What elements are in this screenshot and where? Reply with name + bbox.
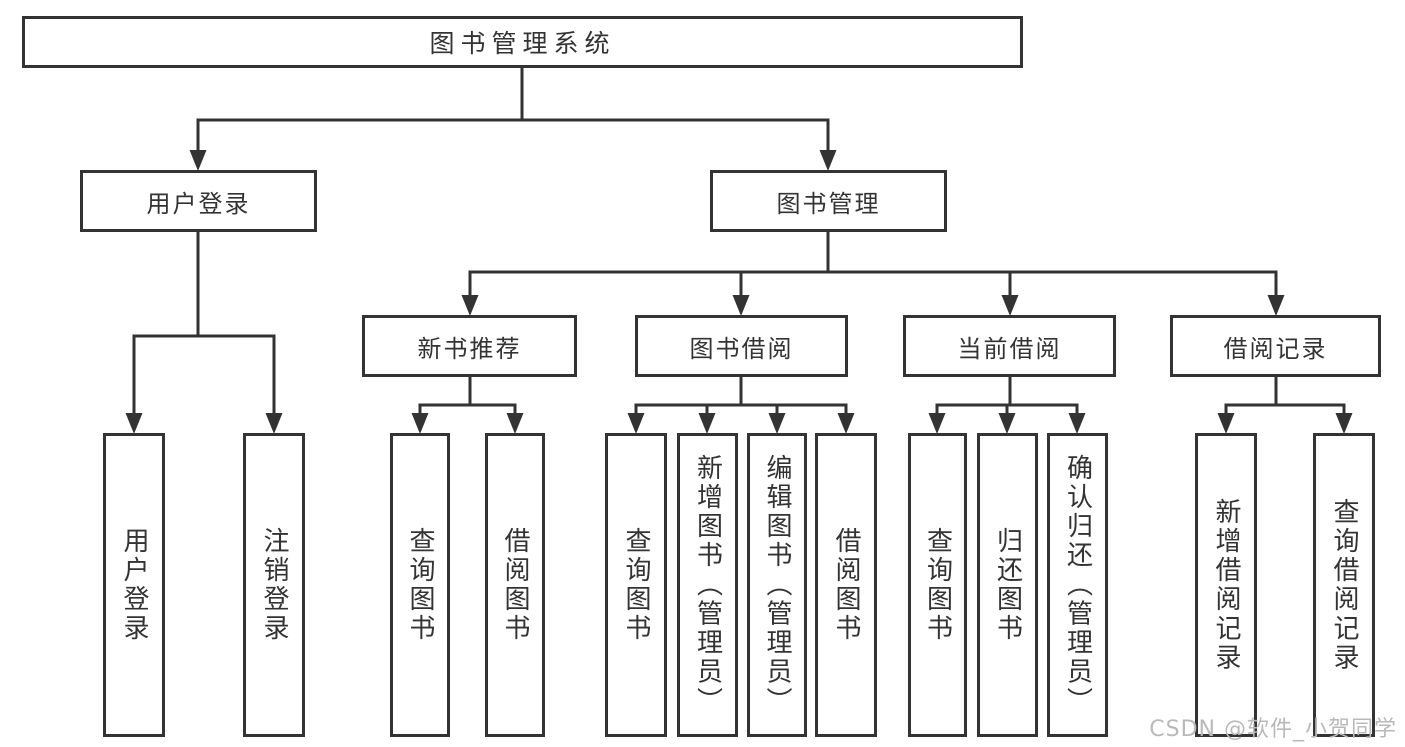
leaf-logout-label: 注销登录 xyxy=(259,526,289,644)
node-new-book-recommend: 新书推荐 xyxy=(362,315,577,377)
tree-edges xyxy=(132,68,1346,417)
leaf-borrow-books-recommend: 借阅图书 xyxy=(485,433,545,737)
node-root: 图书管理系统 xyxy=(22,16,1023,68)
node-borrow-records-label: 借阅记录 xyxy=(1223,334,1328,363)
leaf-edit-books-admin-label: 编辑图书（管理员） xyxy=(762,453,792,717)
node-borrow-records: 借阅记录 xyxy=(1170,315,1381,377)
leaf-query-books-recommend-label: 查询图书 xyxy=(405,526,435,644)
leaf-confirm-return-admin-label: 确认归还（管理员） xyxy=(1062,453,1093,717)
leaf-query-borrow-record: 查询借阅记录 xyxy=(1313,433,1375,737)
node-root-label: 图书管理系统 xyxy=(429,29,616,58)
leaf-add-books-admin: 新增图书（管理员） xyxy=(677,433,738,737)
leaf-query-books-current: 查询图书 xyxy=(908,433,967,737)
leaf-query-borrow-record-label: 查询借阅记录 xyxy=(1329,497,1359,673)
leaf-user-login-label: 用户登录 xyxy=(119,526,149,644)
node-user-login-label: 用户登录 xyxy=(146,189,251,218)
node-current-borrow: 当前借阅 xyxy=(903,315,1116,377)
leaf-query-books-borrow-label: 查询图书 xyxy=(621,526,651,644)
leaf-add-borrow-record-label: 新增借阅记录 xyxy=(1211,497,1241,673)
leaf-borrow-books-recommend-label: 借阅图书 xyxy=(500,526,530,644)
node-new-book-recommend-label: 新书推荐 xyxy=(417,334,522,363)
node-book-management: 图书管理 xyxy=(710,170,947,232)
leaf-confirm-return-admin: 确认归还（管理员） xyxy=(1047,433,1108,737)
node-current-borrow-label: 当前借阅 xyxy=(957,334,1062,363)
leaf-return-books: 归还图书 xyxy=(977,433,1038,737)
watermark: CSDN @软件_小贺同学 xyxy=(1149,717,1397,742)
leaf-borrow-books-label: 借阅图书 xyxy=(831,526,861,644)
leaf-add-books-admin-label: 新增图书（管理员） xyxy=(692,453,723,717)
node-book-management-label: 图书管理 xyxy=(776,189,881,218)
leaf-add-borrow-record: 新增借阅记录 xyxy=(1195,433,1257,737)
leaf-user-login: 用户登录 xyxy=(103,433,165,737)
leaf-query-books-borrow: 查询图书 xyxy=(605,433,667,737)
leaf-query-books-current-label: 查询图书 xyxy=(922,526,953,644)
leaf-query-books-recommend: 查询图书 xyxy=(390,433,450,737)
node-user-login: 用户登录 xyxy=(80,170,317,232)
leaf-borrow-books: 借阅图书 xyxy=(815,433,877,737)
leaf-return-books-label: 归还图书 xyxy=(992,526,1023,644)
node-book-borrow: 图书借阅 xyxy=(635,315,848,377)
leaf-edit-books-admin: 编辑图书（管理员） xyxy=(747,433,807,737)
node-book-borrow-label: 图书借阅 xyxy=(689,334,794,363)
leaf-logout: 注销登录 xyxy=(243,433,305,737)
